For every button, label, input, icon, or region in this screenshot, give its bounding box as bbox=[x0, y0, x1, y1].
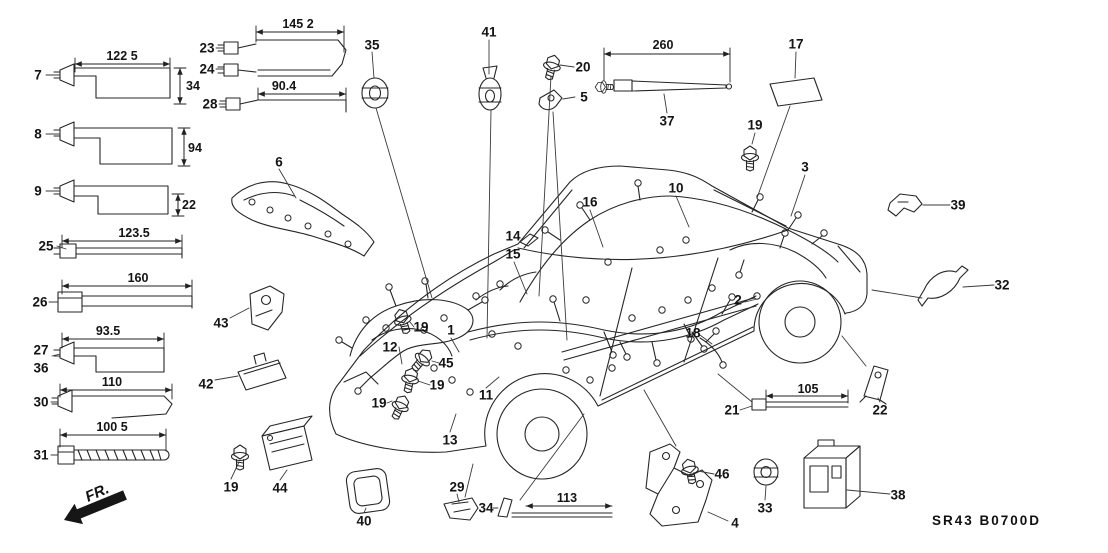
part-23-24-drawing bbox=[217, 25, 347, 77]
part-28-drawing bbox=[219, 87, 347, 113]
part-40-drawing bbox=[345, 468, 391, 514]
part-43-drawing bbox=[249, 285, 285, 331]
drawing-code: SR43 B0700D bbox=[932, 513, 1042, 528]
part-31-drawing bbox=[57, 428, 170, 465]
part-44-drawing bbox=[261, 415, 313, 471]
part-42-drawing bbox=[237, 352, 287, 391]
part-33-grommet bbox=[753, 458, 779, 486]
part-21-drawing bbox=[751, 389, 849, 411]
part-30-drawing bbox=[51, 383, 173, 419]
part-34-drawing bbox=[497, 497, 613, 518]
bolt-19-a bbox=[390, 306, 416, 337]
leader-lines bbox=[45, 39, 995, 522]
bolt-19-d bbox=[230, 444, 250, 471]
part-29-drawing bbox=[443, 497, 479, 521]
car-body-outline bbox=[329, 165, 868, 453]
bolt-19-c bbox=[386, 392, 414, 423]
part-35-grommet bbox=[361, 77, 389, 109]
wheel-front bbox=[496, 388, 588, 480]
part-39-clip bbox=[887, 193, 923, 217]
bolt-20 bbox=[539, 52, 564, 83]
bolt-19-rear bbox=[740, 145, 760, 172]
part-26-drawing bbox=[57, 279, 193, 313]
bolt-37 bbox=[594, 80, 614, 94]
part-27-36-drawing bbox=[53, 332, 165, 373]
wheel-rear bbox=[758, 280, 842, 364]
part-9-drawing bbox=[53, 179, 185, 217]
part-8-drawing bbox=[53, 121, 191, 167]
part-6-drawing bbox=[231, 181, 375, 257]
part-4-bracket bbox=[645, 443, 713, 527]
part-7-drawing bbox=[53, 57, 187, 105]
part-25-drawing bbox=[53, 234, 183, 259]
part-37-drawing bbox=[603, 47, 733, 92]
part-22-drawing bbox=[859, 365, 889, 405]
part-17-drawing bbox=[769, 77, 823, 107]
part-38-box bbox=[803, 439, 861, 509]
bolt-fasteners bbox=[230, 52, 760, 487]
part-41-grommet bbox=[478, 65, 502, 111]
part-32-clip bbox=[917, 265, 969, 307]
harness-connector-symbols bbox=[335, 179, 828, 396]
fr-direction-arrow: FR. bbox=[64, 480, 127, 525]
